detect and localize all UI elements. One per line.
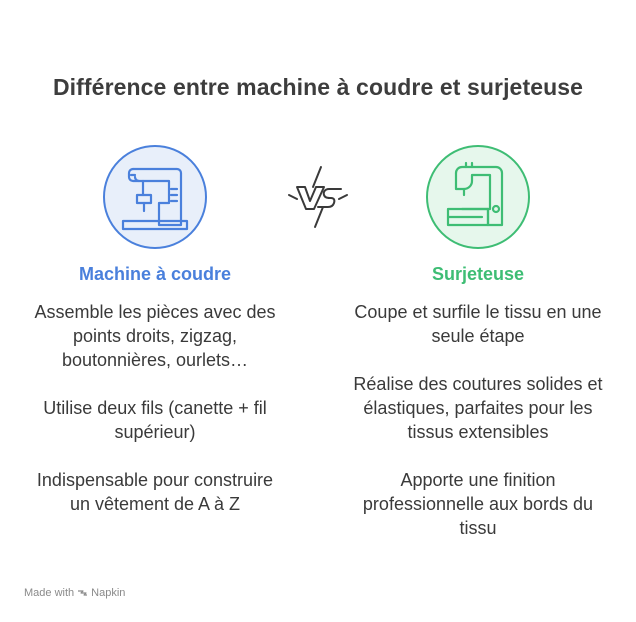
list-item: Apporte une finition professionnelle aux… [362,470,594,538]
sewing-machine-heading: Machine à coudre [78,264,232,284]
serger-list: Coupe et surfile le tissu en une seule é… [348,300,608,564]
list-item: Coupe et surfile le tissu en une seule é… [354,302,602,346]
napkin-brand-label: Napkin [91,587,126,599]
made-with-label: Made with [24,587,75,599]
list-item: Réalise des coutures solides et élastiqu… [353,374,603,442]
sewing-machine-icon [103,145,207,249]
list-item: Indispensable pour construire un vêtemen… [36,470,274,514]
serger-icon [426,145,530,249]
list-item: Utilise deux fils (canette + fil supérie… [43,398,267,442]
serger-heading: Surjeteuse [431,264,525,284]
list-item: Assemble les pièces avec des points droi… [34,302,276,370]
footer-attribution: Made with Napkin [24,587,125,599]
vs-icon [285,165,351,229]
page-title: Différence entre machine à coudre et sur… [52,74,584,100]
sewing-machine-list: Assemble les pièces avec des points droi… [25,300,285,540]
napkin-logo-icon [77,588,88,599]
